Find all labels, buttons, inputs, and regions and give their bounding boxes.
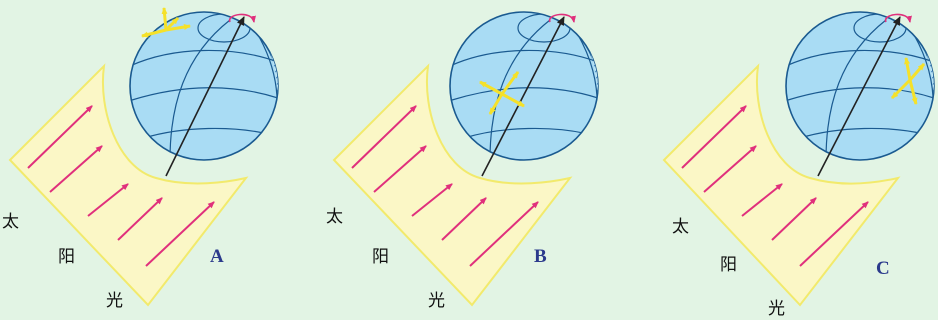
sunlight-char-3: 光	[768, 299, 785, 319]
panel-b: 太 阳 光 B	[326, 12, 598, 311]
sunlight-char-2: 阳	[372, 247, 389, 267]
sunlight-char-2: 阳	[58, 247, 75, 267]
panel-label: B	[534, 246, 547, 267]
panel-label: A	[210, 246, 224, 267]
sunlight-char-1: 太	[2, 212, 19, 232]
globe-icon	[450, 12, 598, 160]
sunlight-char-3: 光	[106, 291, 123, 311]
panel-c: 太 阳 光 C	[664, 12, 934, 319]
panel-label: C	[876, 258, 890, 279]
sunlight-char-1: 太	[672, 217, 689, 237]
panel-a: 太 阳 光 A	[2, 8, 278, 311]
sunlight-char-1: 太	[326, 207, 343, 227]
sunlight-char-3: 光	[428, 291, 445, 311]
sunlight-char-2: 阳	[720, 255, 737, 275]
